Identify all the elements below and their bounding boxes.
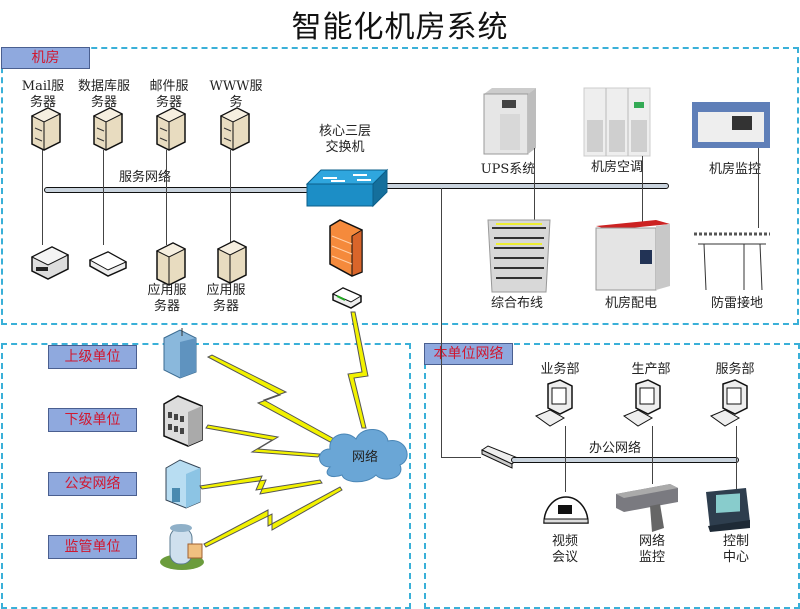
- computer-icon-service: [709, 379, 748, 427]
- building-icon-subordinate: [163, 395, 203, 447]
- lightning-link-police: [199, 475, 323, 495]
- office-network-label: 办公网络: [588, 441, 641, 456]
- service-network-label: 服务网络: [118, 170, 171, 185]
- server-label-database: 数据库服务器: [77, 79, 130, 110]
- computer-icon-business: [534, 379, 573, 427]
- tag-superior-unit: 上级单位: [48, 345, 137, 369]
- app-server-label-2: 应用服务器: [206, 283, 246, 314]
- facility-label-ac: 机房空调: [590, 160, 643, 175]
- link-monitor: [758, 148, 759, 228]
- server-label-email: 邮件服务器: [149, 79, 189, 110]
- scanner-icon: [88, 251, 128, 277]
- server-icon-www: [219, 107, 251, 151]
- building-icon-regulator: [160, 524, 204, 570]
- link-db-scanner: [103, 150, 104, 245]
- lightning-link-subordinate: [205, 424, 321, 458]
- router-icon: [331, 287, 363, 309]
- facility-label-ups: UPS系统: [480, 162, 536, 177]
- zone-external: [1, 343, 411, 609]
- zone-machine-room: [1, 47, 799, 325]
- app-server-icon-1: [155, 242, 187, 286]
- office-network-bus: [511, 457, 739, 463]
- computer-icon-production: [622, 379, 661, 427]
- building-icon-superior: [163, 328, 197, 379]
- link-mail-printer: [42, 150, 43, 245]
- office-switch-icon: [480, 445, 519, 469]
- link-ac: [642, 156, 643, 226]
- firewall-icon: [329, 219, 363, 277]
- facility-label-monitor: 机房监控: [708, 162, 761, 177]
- lightning-link-regulator: [203, 486, 343, 548]
- core-switch-icon: [305, 168, 389, 208]
- server-icon-database: [92, 107, 124, 151]
- ups-icon: [483, 88, 536, 155]
- device-label-camera: 网络监控: [638, 534, 665, 565]
- zone-tag-local: 本单位网络: [424, 343, 513, 365]
- server-label-mail: Mail服务器: [21, 79, 65, 110]
- printer-icon: [30, 246, 70, 280]
- cloud-label: 网络: [351, 450, 378, 465]
- dept-label-service: 服务部: [715, 362, 755, 377]
- app-server-label-1: 应用服务器: [147, 283, 187, 314]
- link-to-office-switch: [441, 457, 481, 458]
- page-title: 智能化机房系统: [291, 10, 509, 45]
- link-production: [652, 426, 653, 484]
- zone-local: [424, 343, 800, 609]
- video-conference-icon: [543, 496, 589, 524]
- dept-label-business: 业务部: [540, 362, 580, 377]
- air-conditioner-icon: [583, 87, 651, 157]
- server-icon-mail: [30, 107, 62, 151]
- core-switch-label: 核心三层交换机: [318, 124, 371, 155]
- facility-label-power: 机房配电: [604, 296, 657, 311]
- tag-regulator-unit: 监管单位: [48, 535, 137, 559]
- link-bus-to-local: [441, 188, 442, 458]
- device-label-control: 控制中心: [722, 534, 749, 565]
- device-label-video: 视频会议: [551, 534, 578, 565]
- zone-tag-machine-room: 机房: [1, 47, 90, 69]
- link-service: [736, 426, 737, 490]
- control-center-icon: [706, 488, 750, 532]
- cloud-icon: [319, 429, 408, 483]
- dept-label-production: 生产部: [631, 362, 671, 377]
- building-icon-police: [165, 459, 201, 509]
- lightning-ground-icon: [694, 232, 770, 291]
- link-www-app2: [230, 150, 231, 245]
- cabling-icon: [487, 219, 551, 293]
- power-distribution-icon: [595, 220, 670, 291]
- link-business: [565, 426, 566, 492]
- facility-label-ground: 防雷接地: [710, 296, 763, 311]
- tag-subordinate-unit: 下级单位: [48, 408, 137, 432]
- facility-label-cabling: 综合布线: [490, 296, 543, 311]
- lightning-link-router: [347, 311, 369, 429]
- tag-police-network: 公安网络: [48, 472, 137, 496]
- app-server-icon-2: [216, 240, 248, 284]
- link-email-app1: [166, 150, 167, 245]
- network-camera-icon: [616, 484, 678, 532]
- link-ups: [534, 148, 535, 230]
- room-monitor-icon: [692, 102, 770, 148]
- server-icon-email: [155, 107, 187, 151]
